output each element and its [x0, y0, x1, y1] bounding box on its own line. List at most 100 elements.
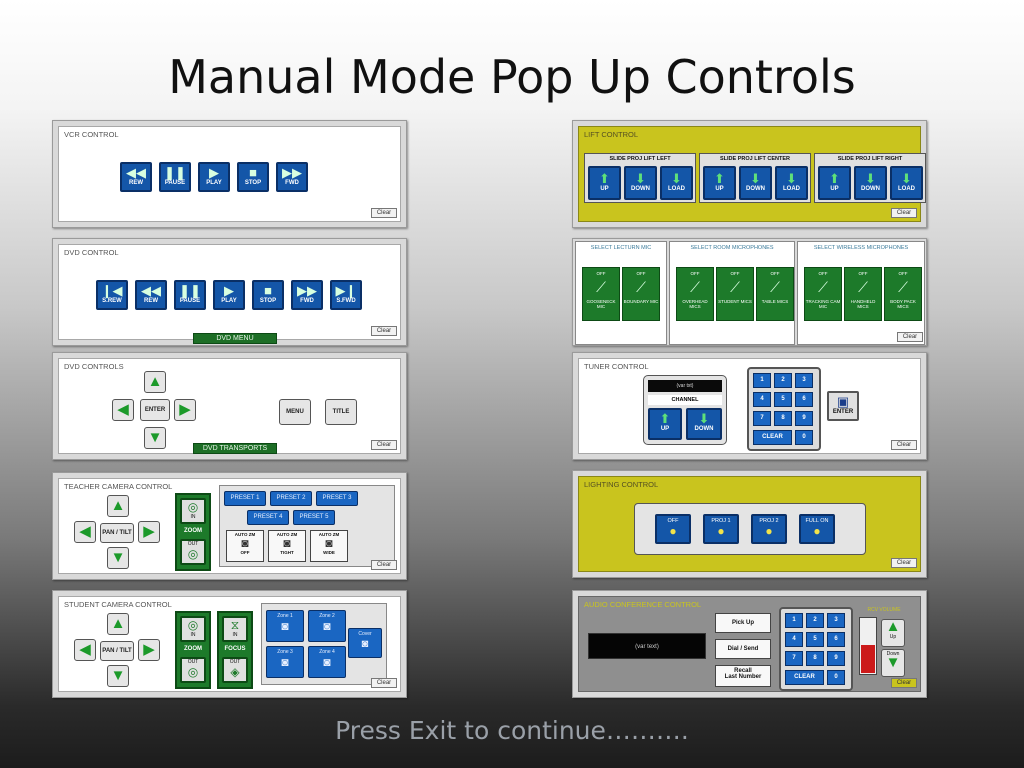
mic-toggle-button[interactable]: OFF⟋STUDENT MICS: [716, 267, 754, 321]
audio-clear-button[interactable]: Clear: [891, 678, 917, 688]
key-1[interactable]: 1: [785, 613, 803, 628]
auto-zoom-tight-button[interactable]: AUTO ZM◙TIGHT: [268, 530, 306, 562]
tuner-clear-button[interactable]: Clear: [891, 440, 917, 450]
key-6[interactable]: 6: [795, 392, 813, 407]
volume-up-button[interactable]: ▲ Up: [881, 619, 905, 647]
lift-up-button[interactable]: ⬆UP: [703, 166, 736, 200]
volume-down-button[interactable]: Down ▼: [881, 649, 905, 677]
student-pan-down-button[interactable]: ▼: [107, 665, 129, 687]
lift-load-button[interactable]: ⬇LOAD: [890, 166, 923, 200]
dvd-transports-button[interactable]: DVD TRANSPORTS: [193, 443, 277, 454]
mic-toggle-button[interactable]: OFF⟋GOOSENECK MIC: [582, 267, 620, 321]
teacher-pan-down-button[interactable]: ▼: [107, 547, 129, 569]
key-8[interactable]: 8: [774, 411, 792, 426]
student-zoom-in-button[interactable]: ◎ IN: [180, 616, 206, 642]
preset-4-button[interactable]: PRESET 4: [247, 510, 289, 525]
teacher-zoom-in-button[interactable]: ◎ IN: [180, 498, 206, 524]
mic-toggle-button[interactable]: OFF⟋BOUNDARY MIC: [622, 267, 660, 321]
lighting-proj-2-button[interactable]: PROJ 2●: [751, 514, 787, 544]
mic-toggle-button[interactable]: OFF⟋TRACKING CAM MIC: [804, 267, 842, 321]
key-2[interactable]: 2: [806, 613, 824, 628]
lighting-off-button[interactable]: OFF●: [655, 514, 691, 544]
play-button[interactable]: ▶PLAY: [198, 162, 230, 192]
teacher-pan-left-button[interactable]: ◀: [74, 521, 96, 543]
student-camera-clear-button[interactable]: Clear: [371, 678, 397, 688]
lift-down-button[interactable]: ⬇DOWN: [854, 166, 887, 200]
pause-button[interactable]: ❚❚PAUSE: [159, 162, 191, 192]
key-clear[interactable]: CLEAR: [753, 430, 792, 445]
rew-button[interactable]: ◀◀REW: [135, 280, 167, 310]
key-8[interactable]: 8: [806, 651, 824, 666]
tuner-enter-button[interactable]: ▣ ENTER: [827, 391, 859, 421]
key-5[interactable]: 5: [806, 632, 824, 647]
key-2[interactable]: 2: [774, 373, 792, 388]
key-7[interactable]: 7: [785, 651, 803, 666]
student-pan-right-button[interactable]: ▶: [138, 639, 160, 661]
key-1[interactable]: 1: [753, 373, 771, 388]
sfwd-button[interactable]: ▶❙S.FWD: [330, 280, 362, 310]
student-focus-in-button[interactable]: ⧖ IN: [222, 616, 248, 642]
zone-4-button[interactable]: Zone 4◙: [308, 646, 346, 678]
teacher-camera-clear-button[interactable]: Clear: [371, 560, 397, 570]
dvd-clear-button[interactable]: Clear: [371, 326, 397, 336]
key-4[interactable]: 4: [785, 632, 803, 647]
dial-send-button[interactable]: Dial / Send: [715, 639, 771, 659]
play-button[interactable]: ▶PLAY: [213, 280, 245, 310]
zone-2-button[interactable]: Zone 2◙: [308, 610, 346, 642]
zone-1-button[interactable]: Zone 1◙: [266, 610, 304, 642]
student-cover-button[interactable]: Cover ◙: [348, 628, 382, 658]
dvd-left-arrow-button[interactable]: ◀: [112, 399, 134, 421]
lift-load-button[interactable]: ⬇LOAD: [660, 166, 693, 200]
fwd-button[interactable]: ▶▶FWD: [276, 162, 308, 192]
preset-5-button[interactable]: PRESET 5: [293, 510, 335, 525]
pick-up-button[interactable]: Pick Up: [715, 613, 771, 633]
stop-button[interactable]: ■STOP: [252, 280, 284, 310]
key-3[interactable]: 3: [795, 373, 813, 388]
key-clear[interactable]: CLEAR: [785, 670, 824, 685]
dvd-up-arrow-button[interactable]: ▲: [144, 371, 166, 393]
stop-button[interactable]: ■STOP: [237, 162, 269, 192]
student-pan-up-button[interactable]: ▲: [107, 613, 129, 635]
mic-toggle-button[interactable]: OFF⟋OVERHEAD MICS: [676, 267, 714, 321]
dvd-menu-key[interactable]: MENU: [279, 399, 311, 425]
dvd-down-arrow-button[interactable]: ▼: [144, 427, 166, 449]
key-6[interactable]: 6: [827, 632, 845, 647]
student-pan-left-button[interactable]: ◀: [74, 639, 96, 661]
teacher-zoom-out-button[interactable]: OUT ◎: [180, 539, 206, 565]
recall-last-number-button[interactable]: Recall Last Number: [715, 665, 771, 687]
auto-zoom-wide-button[interactable]: AUTO ZM◙WIDE: [310, 530, 348, 562]
srew-button[interactable]: ❙◀S.REW: [96, 280, 128, 310]
tuner-channel-down-button[interactable]: ⬇ DOWN: [686, 408, 722, 440]
fwd-button[interactable]: ▶▶FWD: [291, 280, 323, 310]
student-zoom-out-button[interactable]: OUT ◎: [180, 657, 206, 683]
preset-1-button[interactable]: PRESET 1: [224, 491, 266, 506]
dvd-title-key[interactable]: TITLE: [325, 399, 357, 425]
key-0[interactable]: 0: [827, 670, 845, 685]
zone-3-button[interactable]: Zone 3◙: [266, 646, 304, 678]
key-9[interactable]: 9: [795, 411, 813, 426]
lift-down-button[interactable]: ⬇DOWN: [624, 166, 657, 200]
key-5[interactable]: 5: [774, 392, 792, 407]
mic-toggle-button[interactable]: OFF⟋BODY PACK MICS: [884, 267, 922, 321]
lift-down-button[interactable]: ⬇DOWN: [739, 166, 772, 200]
mics-clear-button[interactable]: Clear: [897, 332, 923, 342]
key-9[interactable]: 9: [827, 651, 845, 666]
pause-button[interactable]: ❚❚PAUSE: [174, 280, 206, 310]
dvd-enter-button[interactable]: ENTER: [140, 399, 170, 421]
tuner-channel-up-button[interactable]: ⬆ UP: [648, 408, 682, 440]
teacher-pan-right-button[interactable]: ▶: [138, 521, 160, 543]
key-4[interactable]: 4: [753, 392, 771, 407]
mic-toggle-button[interactable]: OFF⟋HANDHELD MICS: [844, 267, 882, 321]
dvd-menu-button[interactable]: DVD MENU: [193, 333, 277, 344]
dvd-right-arrow-button[interactable]: ▶: [174, 399, 196, 421]
key-7[interactable]: 7: [753, 411, 771, 426]
rew-button[interactable]: ◀◀REW: [120, 162, 152, 192]
vcr-clear-button[interactable]: Clear: [371, 208, 397, 218]
auto-zoom-off-button[interactable]: AUTO ZM◙OFF: [226, 530, 264, 562]
key-0[interactable]: 0: [795, 430, 813, 445]
student-focus-out-button[interactable]: OUT ◈: [222, 657, 248, 683]
teacher-pan-up-button[interactable]: ▲: [107, 495, 129, 517]
preset-2-button[interactable]: PRESET 2: [270, 491, 312, 506]
key-3[interactable]: 3: [827, 613, 845, 628]
lighting-full-on-button[interactable]: FULL ON●: [799, 514, 835, 544]
